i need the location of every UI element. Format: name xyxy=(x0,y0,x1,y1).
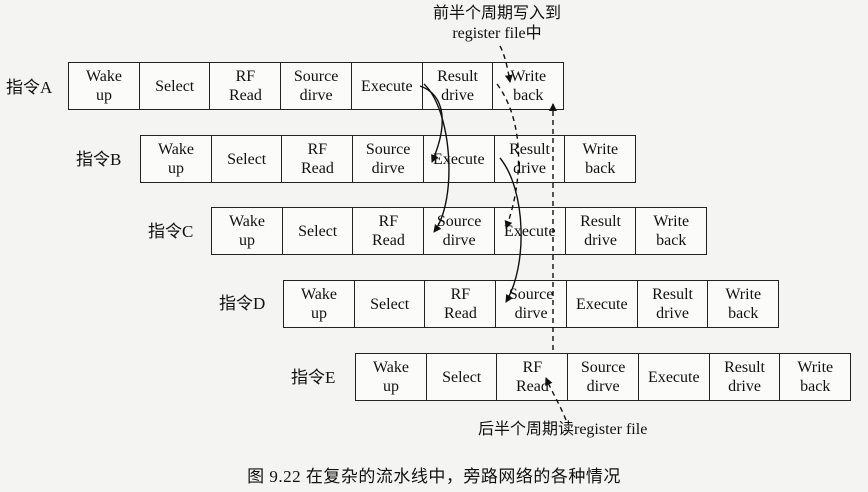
stage-execute: Execute xyxy=(350,62,423,110)
instruction-label-d: 指令D xyxy=(219,294,266,313)
stage-select: Select xyxy=(281,207,354,255)
stage-select: Select xyxy=(138,62,211,110)
stage-result-drive: Result drive xyxy=(493,135,566,183)
pipeline-row-a: Wake up Select RF Read Source dirve Exec… xyxy=(68,62,565,110)
bottom-note: 后半个周期读register file xyxy=(478,421,648,438)
stage-write-back: Write back xyxy=(707,280,780,328)
stage-source-drive: Source dirve xyxy=(423,207,496,255)
instruction-label-b: 指令B xyxy=(76,150,122,169)
stage-wakeup: Wake up xyxy=(211,207,283,255)
stage-wakeup: Wake up xyxy=(68,62,140,110)
stage-rf-read: RF Read xyxy=(496,353,569,401)
stage-result-drive: Result drive xyxy=(708,353,781,401)
stage-rf-read: RF Read xyxy=(209,62,282,110)
figure-caption: 图 9.22 在复杂的流水线中，旁路网络的各种情况 xyxy=(247,467,621,486)
stage-wakeup: Wake up xyxy=(140,135,212,183)
instruction-label-e: 指令E xyxy=(291,368,336,387)
stage-wakeup: Wake up xyxy=(283,280,355,328)
stage-rf-read: RF Read xyxy=(352,207,425,255)
stage-result-drive: Result drive xyxy=(636,280,709,328)
stage-wakeup: Wake up xyxy=(355,353,427,401)
pipeline-row-c: Wake up Select RF Read Source dirve Exec… xyxy=(211,207,708,255)
instruction-label-a: 指令A xyxy=(6,78,53,97)
stage-result-drive: Result drive xyxy=(564,207,637,255)
stage-select: Select xyxy=(353,280,426,328)
stage-execute: Execute xyxy=(422,135,495,183)
stage-select: Select xyxy=(210,135,283,183)
pipeline-row-b: Wake up Select RF Read Source dirve Exec… xyxy=(140,135,637,183)
pipeline-row-e: Wake up Select RF Read Source dirve Exec… xyxy=(355,353,852,401)
stage-source-drive: Source dirve xyxy=(280,62,353,110)
stage-select: Select xyxy=(425,353,498,401)
stage-execute: Execute xyxy=(565,280,638,328)
stage-write-back: Write back xyxy=(564,135,637,183)
stage-source-drive: Source dirve xyxy=(352,135,425,183)
stage-source-drive: Source dirve xyxy=(495,280,568,328)
top-note: 前半个周期写入到 register file中 xyxy=(432,5,561,42)
stage-rf-read: RF Read xyxy=(281,135,354,183)
stage-write-back: Write back xyxy=(779,353,852,401)
stage-write-back: Write back xyxy=(635,207,708,255)
instruction-label-c: 指令C xyxy=(148,222,194,241)
stage-rf-read: RF Read xyxy=(424,280,497,328)
stage-execute: Execute xyxy=(637,353,710,401)
stage-source-drive: Source dirve xyxy=(567,353,640,401)
stage-result-drive: Result drive xyxy=(421,62,494,110)
pipeline-row-d: Wake up Select RF Read Source dirve Exec… xyxy=(283,280,780,328)
stage-write-back: Write back xyxy=(492,62,565,110)
stage-execute: Execute xyxy=(493,207,566,255)
